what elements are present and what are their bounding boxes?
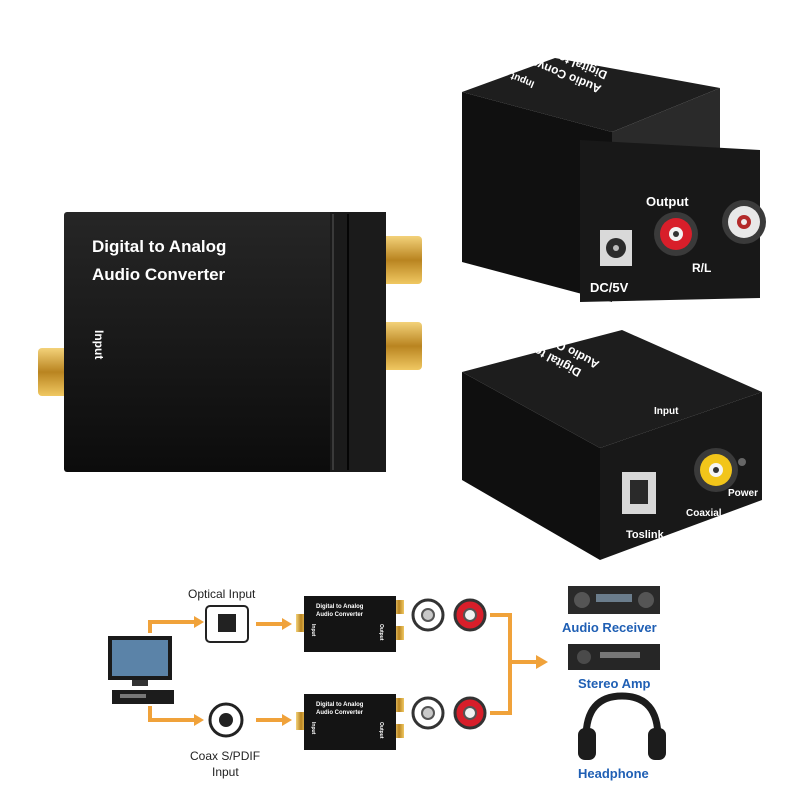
destination-stereo-amp: Stereo Amp: [578, 676, 651, 691]
toslink-label: Toslink: [626, 529, 665, 541]
bottom-device-input-label: Input: [654, 406, 679, 417]
mini-1-input-label: Input: [310, 624, 316, 637]
rca-pair-2: [411, 696, 487, 730]
mini-2-output-label: Output: [378, 722, 384, 739]
mini-2-input-label: Input: [310, 722, 316, 735]
main-device-title-line2: Audio Converter: [92, 265, 226, 284]
coax-gold-connector-left: [38, 348, 72, 396]
tv-icon: [108, 636, 172, 686]
connection-diagram: Optical Input Coax S/PDIF Input Digital …: [108, 586, 666, 781]
mini-converter-2: Digital to Analog Audio Converter Input …: [296, 694, 404, 750]
rca-pair-1: [411, 598, 487, 632]
destination-audio-receiver: Audio Receiver: [562, 620, 657, 635]
mini-1-output-label: Output: [378, 624, 384, 641]
audio-receiver-icon: [568, 586, 660, 614]
mini-1-title-line2: Audio Converter: [316, 612, 364, 618]
rca-gold-connector-top: [382, 236, 422, 284]
rca-gold-connector-bottom: [382, 322, 422, 370]
input-side-device: Digital to Analog Audio Converter Input …: [462, 315, 762, 560]
coax-label-line1: Coax S/PDIF: [190, 749, 260, 763]
main-device-title-line1: Digital to Analog: [92, 237, 226, 256]
mini-2-title-line1: Digital to Analog: [316, 702, 364, 708]
mini-1-title-line1: Digital to Analog: [316, 604, 364, 610]
mini-2-title-line2: Audio Converter: [316, 710, 364, 716]
optical-input-label: Optical Input: [188, 587, 256, 601]
coaxial-label: Coaxial: [686, 508, 722, 519]
stereo-amp-icon: [568, 644, 660, 670]
output-side-device: Digital to Analog Audio Converter Input …: [462, 34, 766, 302]
rl-label: R/L: [692, 261, 711, 275]
main-converter-device: Digital to Analog Audio Converter Input: [38, 212, 422, 472]
main-device-input-label: Input: [92, 330, 106, 359]
coax-label-line2: Input: [212, 765, 239, 779]
destination-headphone: Headphone: [578, 766, 649, 781]
power-label: Power: [728, 488, 758, 499]
headphone-icon: [578, 692, 666, 760]
dc-label: DC/5V: [590, 280, 629, 295]
output-label: Output: [646, 194, 689, 209]
dvd-player-icon: [112, 690, 174, 704]
power-led: [738, 458, 746, 466]
mini-converter-1: Digital to Analog Audio Converter Input …: [296, 596, 404, 652]
